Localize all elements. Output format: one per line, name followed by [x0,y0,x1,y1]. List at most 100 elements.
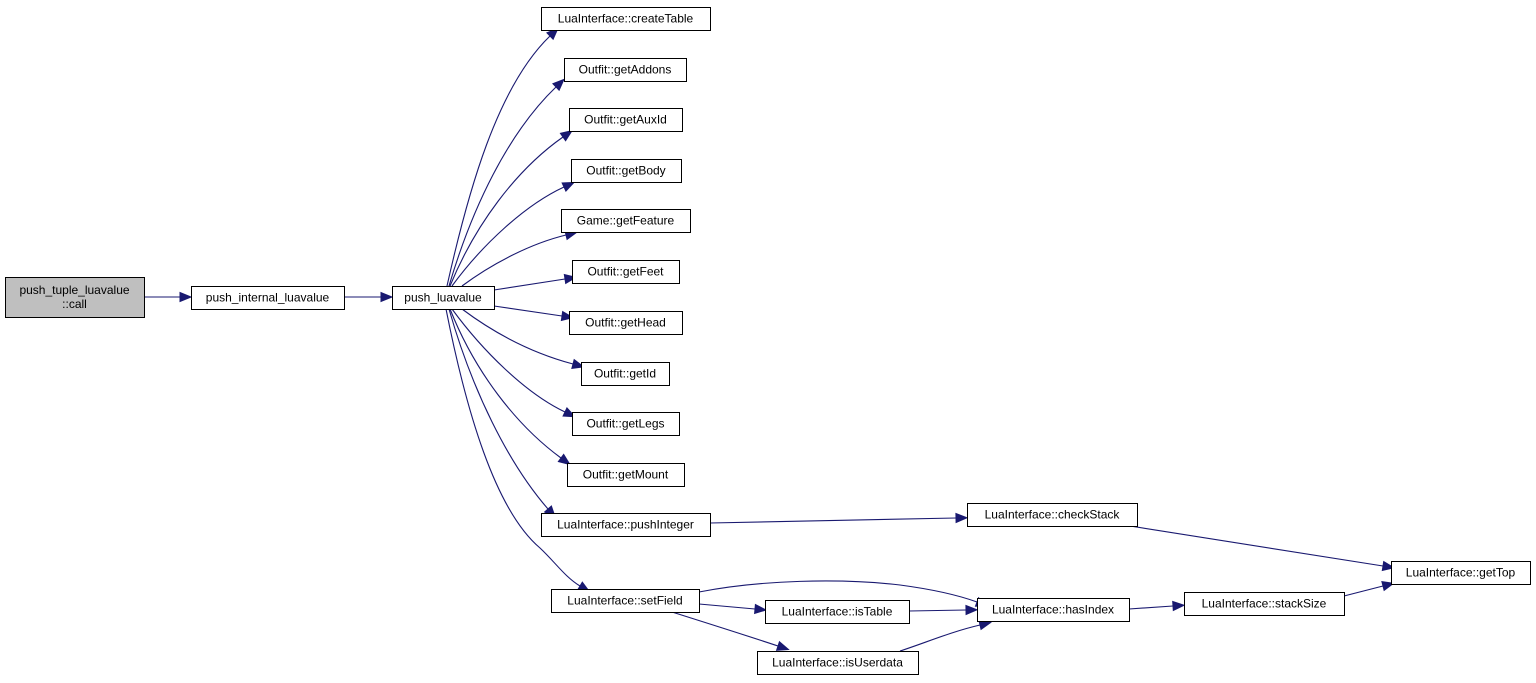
edge-line [908,609,967,612]
node-box[interactable] [569,108,683,132]
edge-line [1128,605,1174,610]
node-label: Outfit::getAuxId [584,113,667,127]
node-pil[interactable]: push_internal_luavalue [191,286,345,310]
node-gh[interactable]: Outfit::getHead [569,311,683,335]
edge-line [1343,585,1384,597]
node-label: push_luavalue [404,291,482,305]
node-box[interactable] [541,7,711,31]
node-box[interactable] [977,598,1130,622]
edge-line [445,308,581,587]
arrowhead [557,453,571,466]
node-box[interactable] [561,209,691,233]
node-box[interactable] [564,58,687,82]
node-root[interactable]: push_tuple_luavalue::call [5,277,145,318]
node-label: Outfit::getAddons [579,63,672,77]
edge-line [671,611,779,647]
node-label: LuaInterface::checkStack [985,508,1121,522]
node-box[interactable] [967,503,1138,527]
arrowhead [1381,560,1396,572]
node-box[interactable] [551,589,700,613]
node-label: Game::getFeature [577,214,675,228]
edge-cs-to-gt [1129,525,1396,572]
edge-pl-to-gl [451,308,577,418]
node-box[interactable] [5,277,145,318]
node-box[interactable] [765,600,910,624]
arrowhead [561,181,576,192]
edge-root-to-pil [144,291,193,303]
node-box[interactable] [191,286,345,310]
edge-line [709,517,957,524]
node-label: Outfit::getMount [583,468,669,482]
node-sf[interactable]: LuaInterface::setField [551,589,700,613]
node-it[interactable]: LuaInterface::isTable [765,600,910,624]
node-label: Outfit::getId [594,367,656,381]
node-label: push_internal_luavalue [206,291,330,305]
nodes-layer: push_tuple_luavalue::call push_internal_l… [5,7,1531,675]
edge-pl-to-pi [448,308,557,519]
node-gm[interactable]: Outfit::getMount [567,463,685,487]
node-pi[interactable]: LuaInterface::pushInteger [541,513,711,537]
node-label: Outfit::getLegs [586,417,664,431]
node-hi[interactable]: LuaInterface::hasIndex [977,598,1130,622]
node-gax[interactable]: Outfit::getAuxId [569,108,683,132]
node-pl[interactable]: push_luavalue [392,286,495,310]
edge-sf-to-iu [671,611,790,651]
node-box[interactable] [571,159,682,183]
node-label: LuaInterface::setField [567,594,682,608]
node-cs[interactable]: LuaInterface::checkStack [967,503,1138,527]
node-box[interactable] [572,260,680,284]
arrowhead [1172,600,1186,612]
node-gl[interactable]: Outfit::getLegs [572,412,680,436]
node-box[interactable] [567,463,685,487]
node-label: Outfit::getHead [585,316,666,330]
edge-hi-to-ss [1128,600,1186,612]
edge-pl-to-gb [451,181,576,287]
node-box[interactable] [569,311,683,335]
arrowhead [380,291,394,303]
arrowhead [1381,581,1395,592]
node-label: LuaInterface::getTop [1406,566,1516,580]
node-ga[interactable]: Outfit::getAddons [564,58,687,82]
arrowhead [559,129,574,142]
node-label: Outfit::getFeet [587,265,664,279]
node-box[interactable] [1184,592,1345,616]
arrowhead [965,604,979,616]
node-box[interactable] [572,412,680,436]
node-ss[interactable]: LuaInterface::stackSize [1184,592,1345,616]
node-ct[interactable]: LuaInterface::createTable [541,7,711,31]
edge-line [1129,525,1384,567]
edges-layer [144,27,1396,652]
node-label: LuaInterface::stackSize [1202,597,1327,611]
node-box[interactable] [392,286,495,310]
arrowhead [955,512,969,524]
node-gi[interactable]: Outfit::getId [581,362,670,386]
node-gfe[interactable]: Outfit::getFeet [572,260,680,284]
node-label: LuaInterface::createTable [558,12,694,26]
edge-line [448,86,557,287]
edge-line [899,624,981,652]
node-iu[interactable]: LuaInterface::isUserdata [757,651,919,675]
edge-ss-to-gt [1343,581,1395,597]
edge-pl-to-gf [461,230,578,287]
node-gb[interactable]: Outfit::getBody [571,159,682,183]
edge-pl-to-gh [493,305,575,322]
node-gt[interactable]: LuaInterface::getTop [1391,561,1531,585]
node-box[interactable] [541,513,711,537]
node-box[interactable] [581,362,670,386]
node-box[interactable] [757,651,919,675]
arrowhead [179,291,193,303]
edge-line [449,308,562,459]
node-box[interactable] [1391,561,1531,585]
edge-line [461,234,567,287]
edge-line [493,278,566,291]
node-label: LuaInterface::isTable [782,605,893,619]
edge-line [698,580,978,603]
node-label: Outfit::getBody [586,164,665,178]
node-gf[interactable]: Game::getFeature [561,209,691,233]
edge-it-to-hi [908,604,979,616]
edge-pl-to-ga [448,78,565,287]
arrowhead [562,407,577,418]
edge-pil-to-pl [344,291,394,303]
arrowhead [571,358,585,369]
